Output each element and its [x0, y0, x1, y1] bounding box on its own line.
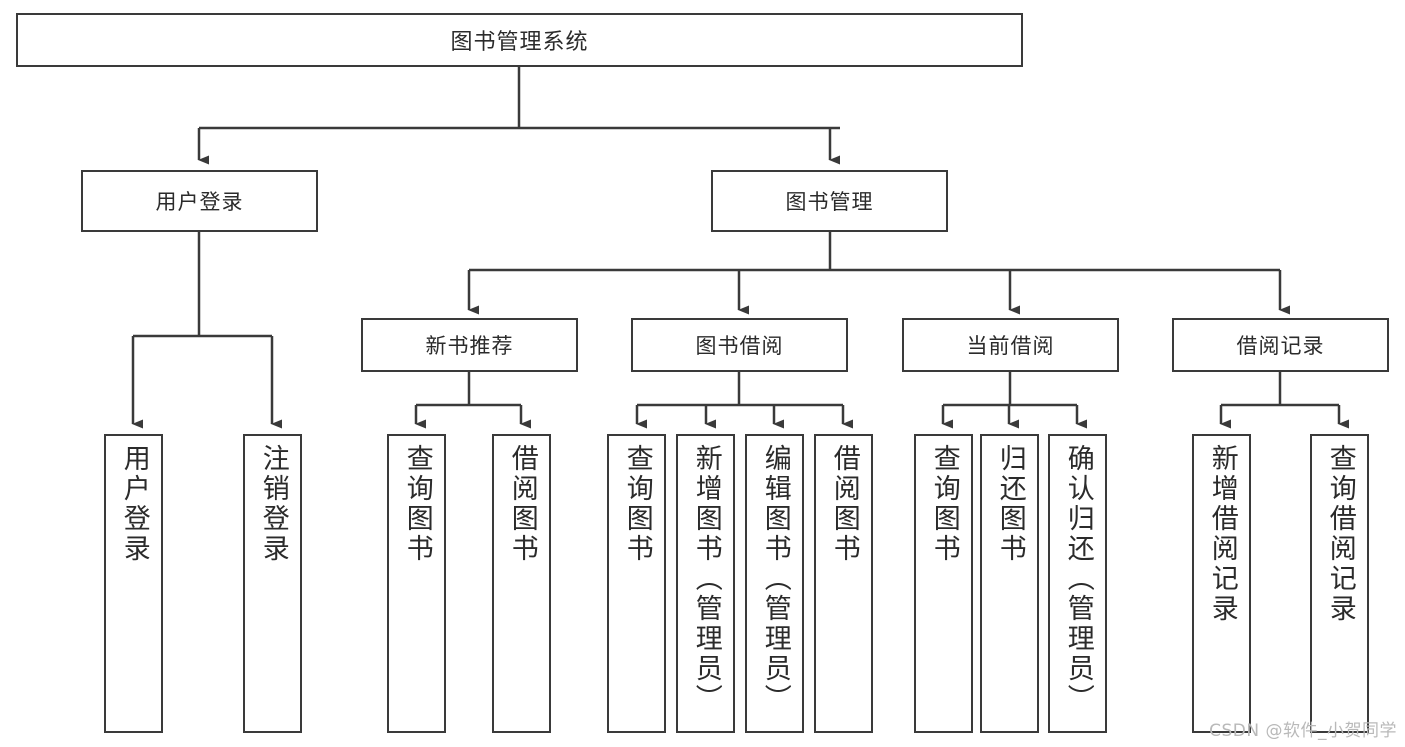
node-current-borrow-label: 当前借阅 [966, 334, 1055, 358]
node-leaf-edit-book[interactable]: 编辑图书（管理员） [745, 434, 804, 733]
node-leaf-user-login[interactable]: 用户登录 [104, 434, 163, 733]
node-leaf-borrow-book-1-label: 借阅图书 [506, 444, 538, 564]
node-leaf-return-book-label: 归还图书 [994, 444, 1026, 564]
node-book-borrow-label: 图书借阅 [695, 334, 784, 358]
node-leaf-query-book-2[interactable]: 查询图书 [607, 434, 666, 733]
node-leaf-logout[interactable]: 注销登录 [243, 434, 302, 733]
node-new-book-rec-label: 新书推荐 [425, 334, 514, 358]
node-leaf-borrow-book-2-label: 借阅图书 [828, 444, 860, 564]
node-current-borrow[interactable]: 当前借阅 [902, 318, 1119, 372]
node-borrow-record[interactable]: 借阅记录 [1172, 318, 1389, 372]
node-leaf-logout-label: 注销登录 [257, 444, 289, 564]
node-leaf-add-book[interactable]: 新增图书（管理员） [676, 434, 735, 733]
node-leaf-edit-book-label: 编辑图书（管理员） [759, 444, 791, 714]
node-leaf-add-record[interactable]: 新增借阅记录 [1192, 434, 1251, 733]
node-root-label: 图书管理系统 [450, 30, 589, 55]
node-leaf-query-book-2-label: 查询图书 [621, 444, 653, 564]
csdn-watermark: CSDN @软件_小贺同学 [1209, 721, 1397, 741]
node-leaf-add-record-label: 新增借阅记录 [1206, 444, 1238, 624]
node-book-manage[interactable]: 图书管理 [711, 170, 948, 232]
node-book-borrow[interactable]: 图书借阅 [631, 318, 848, 372]
node-leaf-borrow-book-2[interactable]: 借阅图书 [814, 434, 873, 733]
node-leaf-query-book-3[interactable]: 查询图书 [914, 434, 973, 733]
node-leaf-user-login-label: 用户登录 [118, 444, 150, 564]
node-leaf-query-book-3-label: 查询图书 [928, 444, 960, 564]
node-leaf-return-book[interactable]: 归还图书 [980, 434, 1039, 733]
node-new-book-rec[interactable]: 新书推荐 [361, 318, 578, 372]
node-leaf-add-book-label: 新增图书（管理员） [690, 444, 722, 714]
node-borrow-record-label: 借阅记录 [1236, 334, 1325, 358]
node-leaf-query-book-1[interactable]: 查询图书 [387, 434, 446, 733]
node-user-login-label: 用户登录 [155, 190, 244, 214]
node-book-manage-label: 图书管理 [785, 190, 874, 214]
node-leaf-confirm-return-label: 确认归还（管理员） [1062, 444, 1094, 714]
node-leaf-query-record-label: 查询借阅记录 [1324, 444, 1356, 624]
node-leaf-query-record[interactable]: 查询借阅记录 [1310, 434, 1369, 733]
node-user-login[interactable]: 用户登录 [81, 170, 318, 232]
node-root[interactable]: 图书管理系统 [16, 13, 1023, 67]
node-leaf-confirm-return[interactable]: 确认归还（管理员） [1048, 434, 1107, 733]
node-leaf-query-book-1-label: 查询图书 [401, 444, 433, 564]
node-leaf-borrow-book-1[interactable]: 借阅图书 [492, 434, 551, 733]
